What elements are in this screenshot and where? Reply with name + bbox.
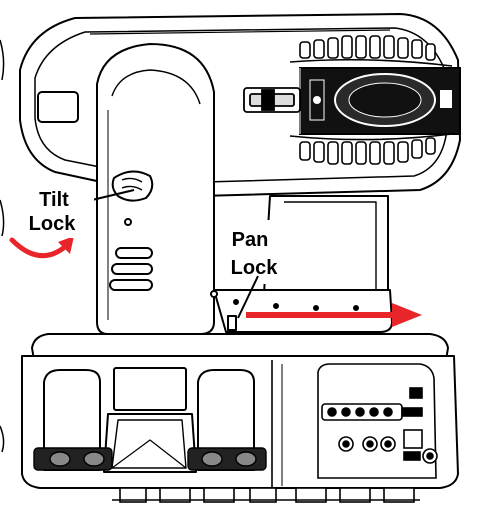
- pan-label-line1: Pan: [232, 229, 269, 251]
- head-fins-top: [289, 35, 453, 67]
- tilt-arrow: [9, 236, 74, 259]
- head-fins-bottom: [289, 133, 453, 165]
- yoke: [96, 43, 393, 335]
- head-front-panel: [299, 67, 461, 135]
- pan-arrow: [246, 303, 422, 327]
- base-clamps: [33, 447, 267, 471]
- base-feet: [112, 487, 420, 503]
- pan-lock-label: Pan Lock: [216, 220, 286, 319]
- tilt-label-line2: Lock: [29, 213, 77, 235]
- connector-panel: [317, 363, 438, 479]
- head-latch: [243, 87, 301, 113]
- side-cable: [0, 39, 5, 453]
- tilt-lock-label: Tilt Lock: [16, 184, 135, 238]
- tilt-label-line1: Tilt: [39, 189, 69, 211]
- pan-label-line2: Lock: [231, 257, 279, 279]
